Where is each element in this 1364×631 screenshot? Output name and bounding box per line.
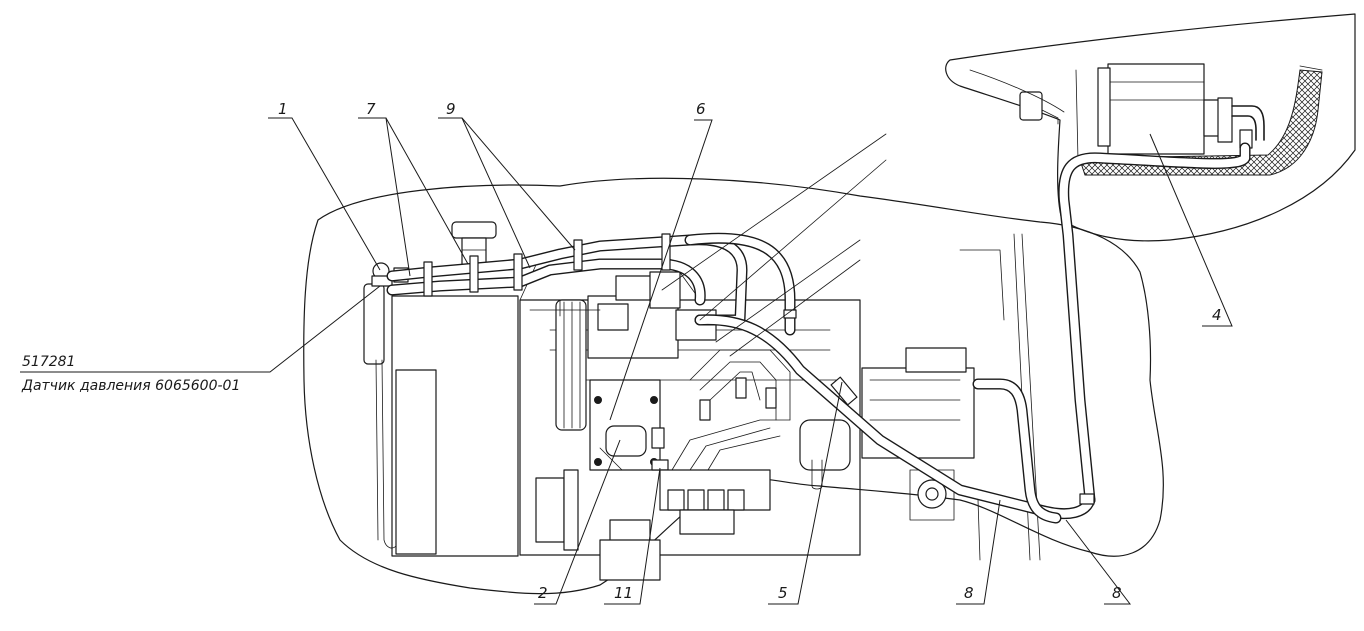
callout-1: 1 bbox=[278, 100, 288, 118]
callout-5: 5 bbox=[778, 584, 788, 602]
callout-7: 7 bbox=[366, 100, 376, 118]
callout-9: 9 bbox=[446, 100, 456, 118]
engine-view-outline bbox=[303, 177, 1164, 595]
pulley bbox=[555, 299, 587, 431]
leader-8b bbox=[1065, 519, 1132, 605]
callout-8a: 8 bbox=[964, 584, 974, 602]
callout-8b: 8 bbox=[1112, 584, 1122, 602]
fuel-filter bbox=[799, 419, 851, 471]
insulation-channel bbox=[1079, 69, 1323, 176]
note-code: 517281 bbox=[22, 354, 75, 370]
callout-2: 2 bbox=[538, 584, 548, 602]
leader-4 bbox=[1149, 133, 1233, 327]
callout-4: 4 bbox=[1212, 306, 1222, 324]
leader-5 bbox=[768, 381, 843, 605]
leader-7a bbox=[358, 117, 411, 277]
leader-7b bbox=[385, 117, 469, 265]
component-block bbox=[1107, 63, 1205, 155]
leader-11 bbox=[604, 467, 661, 605]
callout-11: 11 bbox=[614, 584, 633, 602]
leader-1 bbox=[268, 117, 381, 271]
leader-9b bbox=[461, 117, 576, 251]
callout-6: 6 bbox=[696, 100, 706, 118]
leader-sensor bbox=[20, 285, 381, 373]
filler-cap bbox=[451, 221, 497, 239]
leader-2 bbox=[534, 439, 621, 605]
cab-panel-outline bbox=[945, 13, 1356, 242]
note-label: Датчик давления 6065600-01 bbox=[21, 378, 240, 394]
leader-8a bbox=[956, 499, 1001, 605]
leader-6 bbox=[609, 119, 713, 421]
